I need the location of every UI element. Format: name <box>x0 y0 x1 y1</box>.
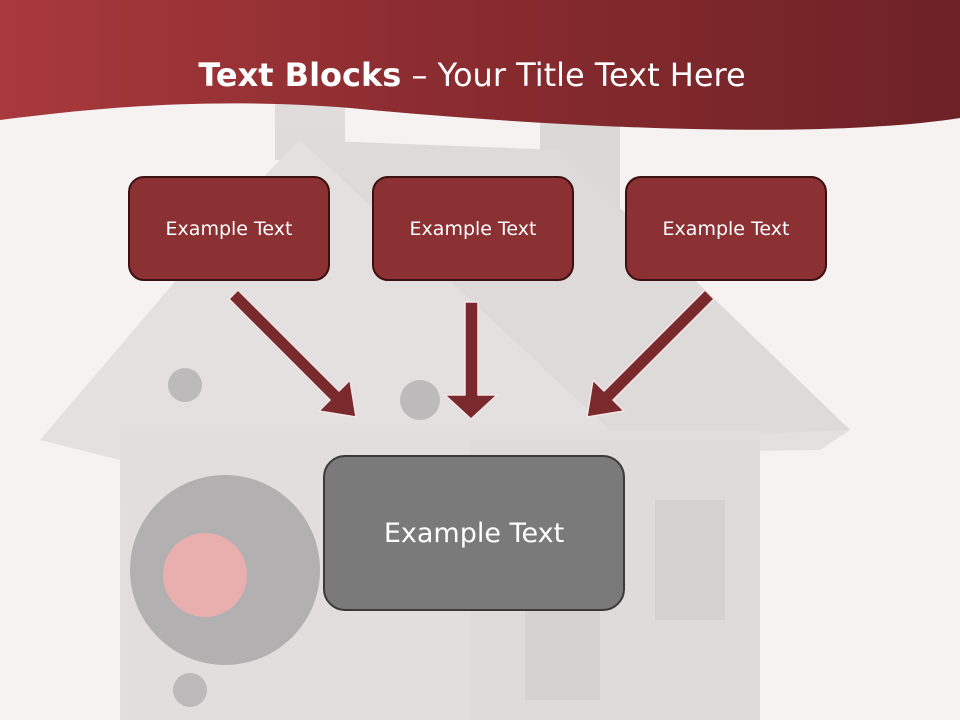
text-block-3[interactable]: Example Text <box>625 176 827 281</box>
arrow-right <box>586 289 715 418</box>
text-block-2[interactable]: Example Text <box>372 176 574 281</box>
title-rest: – Your Title Text Here <box>401 56 746 94</box>
text-block-3-label: Example Text <box>662 217 790 240</box>
header-band <box>0 0 960 130</box>
target-block-label: Example Text <box>383 517 565 549</box>
target-block[interactable]: Example Text <box>323 455 625 611</box>
page-title: Text Blocks – Your Title Text Here <box>0 52 944 98</box>
arrow-middle <box>444 301 498 420</box>
arrow-left <box>228 289 357 418</box>
text-block-1-label: Example Text <box>165 217 293 240</box>
title-bold: Text Blocks <box>198 56 402 94</box>
text-block-1[interactable]: Example Text <box>128 176 330 281</box>
text-block-2-label: Example Text <box>409 217 537 240</box>
